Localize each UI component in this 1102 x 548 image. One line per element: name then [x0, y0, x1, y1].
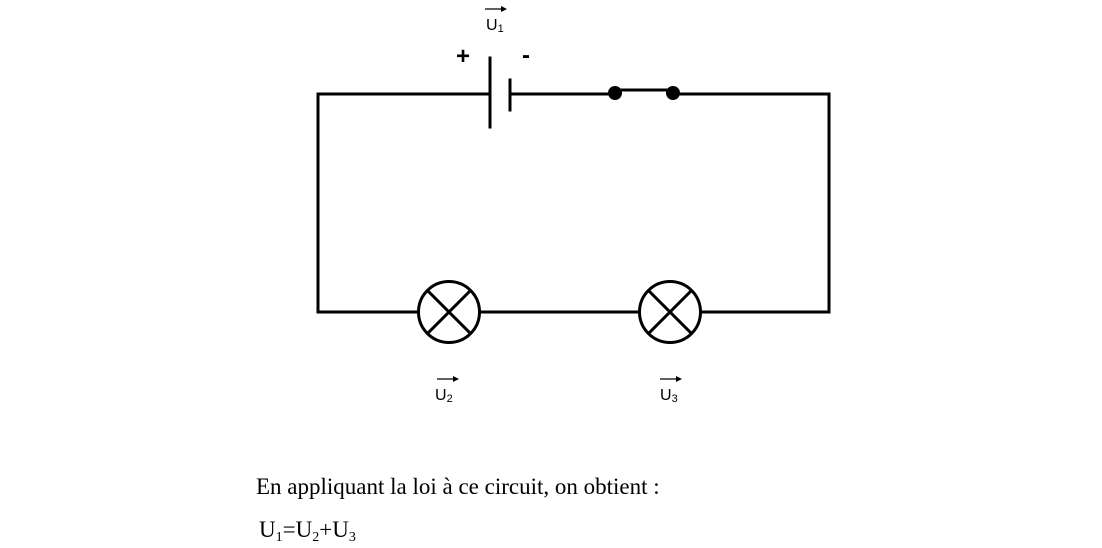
lamp-2 — [638, 280, 702, 344]
equation-plus-sign: + — [319, 517, 333, 542]
u3-subscript: 3 — [672, 393, 678, 405]
equation-term-3: U — [332, 517, 349, 542]
equation-term-1-subscript: 1 — [275, 530, 283, 545]
battery — [488, 56, 512, 129]
lamp-2-cross-b — [646, 288, 694, 336]
equation-term-3-subscript: 3 — [348, 530, 356, 545]
switch — [608, 86, 680, 100]
vector-arrow-u1-head — [501, 6, 507, 12]
u3-letter: U — [660, 387, 672, 404]
lamp-1-cross-b — [425, 288, 473, 336]
voltage-equation: U1=U2+U3 — [259, 517, 356, 546]
switch-contact-right — [666, 86, 680, 100]
vector-label-u1-text: U1 — [486, 17, 504, 35]
equation-term-2: U — [295, 517, 313, 542]
battery-minus-sign: - — [522, 42, 530, 69]
u2-subscript: 2 — [447, 393, 453, 405]
equation-equals-sign: = — [282, 517, 296, 542]
vector-label-u1: U1 — [485, 6, 507, 35]
vector-arrow-u3-head — [676, 376, 682, 382]
switch-contact-left — [608, 86, 622, 100]
vector-label-u2: U2 — [435, 376, 459, 405]
wire-switch-right — [671, 92, 831, 314]
equation-term-2-subscript: 2 — [312, 530, 320, 545]
lamp-1-bulb — [417, 280, 481, 344]
vector-label-u2-text: U2 — [435, 387, 453, 405]
vector-label-u3-text: U3 — [660, 387, 678, 405]
lamp-1 — [417, 280, 481, 344]
lamp-2-bulb — [638, 280, 702, 344]
u2-letter: U — [435, 387, 447, 404]
equation-term-1: U — [259, 517, 276, 542]
circuit-wires — [316, 92, 831, 314]
u1-subscript: 1 — [498, 23, 504, 35]
explanation-sentence: En appliquant la loi à ce circuit, on ob… — [256, 474, 660, 499]
vector-arrow-u2-head — [453, 376, 459, 382]
u1-letter: U — [486, 17, 498, 34]
battery-plus-sign: + — [456, 43, 470, 70]
vector-label-u3: U3 — [660, 376, 682, 405]
wire-left-top — [316, 92, 452, 314]
